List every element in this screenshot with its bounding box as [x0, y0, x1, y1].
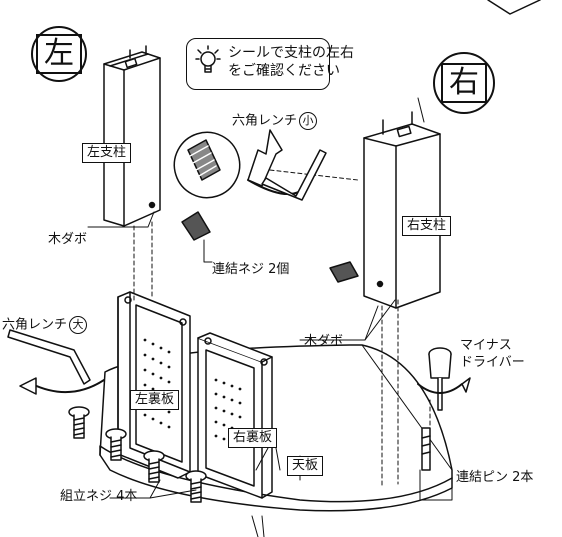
hex-large-text: 六角レンチ	[2, 317, 68, 333]
label-assembly-screw: 組立ネジ 4本	[60, 489, 138, 504]
label-minus-driver-1: マイナス	[460, 338, 512, 353]
note-line-1: シールで支柱の左右	[228, 45, 354, 61]
connecting-screws	[181, 211, 359, 283]
right-pillar-drawing	[363, 111, 441, 309]
left-badge-text: 左	[36, 34, 82, 74]
minus-driver-drawing	[417, 347, 471, 411]
label-right-pillar: 右支柱	[402, 216, 452, 236]
right-back-board-drawing	[197, 332, 273, 499]
note-box	[186, 38, 330, 90]
label-wood-dowel-right: 木ダボ	[304, 334, 344, 349]
label-left-back: 左裏板	[130, 390, 180, 410]
label-connect-pin: 連結ピン 2本	[456, 470, 534, 485]
hex-wrench-large	[7, 329, 91, 385]
lightbulb-icon	[195, 45, 221, 73]
note-line-2: をご確認ください	[228, 63, 340, 79]
connecting-pin-drawing	[421, 427, 431, 471]
left-badge: 左	[31, 26, 87, 82]
label-connect-screw: 連結ネジ 2個	[212, 262, 290, 277]
left-pillar-drawing	[103, 45, 161, 227]
label-minus-driver-2: ドライバー	[460, 355, 525, 370]
right-badge-text: 右	[441, 63, 487, 103]
rotate-arrow-left	[19, 377, 105, 395]
alignment-lines	[133, 169, 431, 487]
left-back-board-drawing	[117, 291, 191, 479]
label-hex-small: 六角レンチ小	[232, 112, 318, 130]
label-hex-large: 六角レンチ大	[2, 316, 88, 334]
hex-small-mark: 小	[299, 112, 318, 130]
right-badge: 右	[433, 52, 495, 114]
label-left-pillar: 左支柱	[82, 143, 132, 163]
corner-fragment	[487, 0, 541, 15]
hex-small-text: 六角レンチ	[232, 113, 298, 129]
screw-detail	[173, 129, 327, 201]
label-right-back: 右裏板	[228, 428, 278, 448]
assembly-screws	[68, 406, 207, 503]
hex-large-mark: 大	[69, 316, 88, 334]
label-top-board: 天板	[287, 456, 324, 476]
label-wood-dowel-left: 木ダボ	[48, 232, 88, 247]
